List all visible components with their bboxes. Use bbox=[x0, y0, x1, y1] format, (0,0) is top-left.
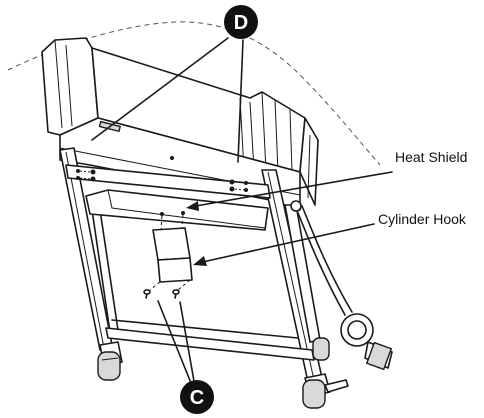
bottom-rail bbox=[105, 327, 315, 361]
caster-right bbox=[302, 373, 349, 409]
heat-shield bbox=[85, 189, 269, 231]
cylinder-hook bbox=[149, 211, 193, 291]
callout-d-letter: D bbox=[234, 12, 248, 34]
heat-shield-label: Heat Shield bbox=[395, 149, 467, 165]
screw-c-left bbox=[143, 289, 151, 299]
callout-c: C bbox=[180, 380, 214, 414]
screw-c-right bbox=[172, 289, 180, 299]
cylinder-hook-label: Cylinder Hook bbox=[378, 211, 467, 227]
bottom-rail-rear bbox=[111, 319, 299, 339]
caster-left bbox=[97, 341, 123, 381]
screws-d-right bbox=[229, 179, 248, 192]
grill-outline-dashed bbox=[7, 21, 381, 166]
top-cross-rail bbox=[65, 164, 271, 199]
callout-c-letter: C bbox=[190, 387, 204, 409]
heat-shield-arrow bbox=[186, 201, 199, 211]
gas-hose-regulator bbox=[290, 200, 393, 371]
callout-d: D bbox=[224, 5, 258, 39]
caster-rear-right bbox=[312, 337, 330, 361]
screws-d-left bbox=[76, 169, 96, 182]
cylinder-hook-arrow bbox=[193, 256, 207, 266]
